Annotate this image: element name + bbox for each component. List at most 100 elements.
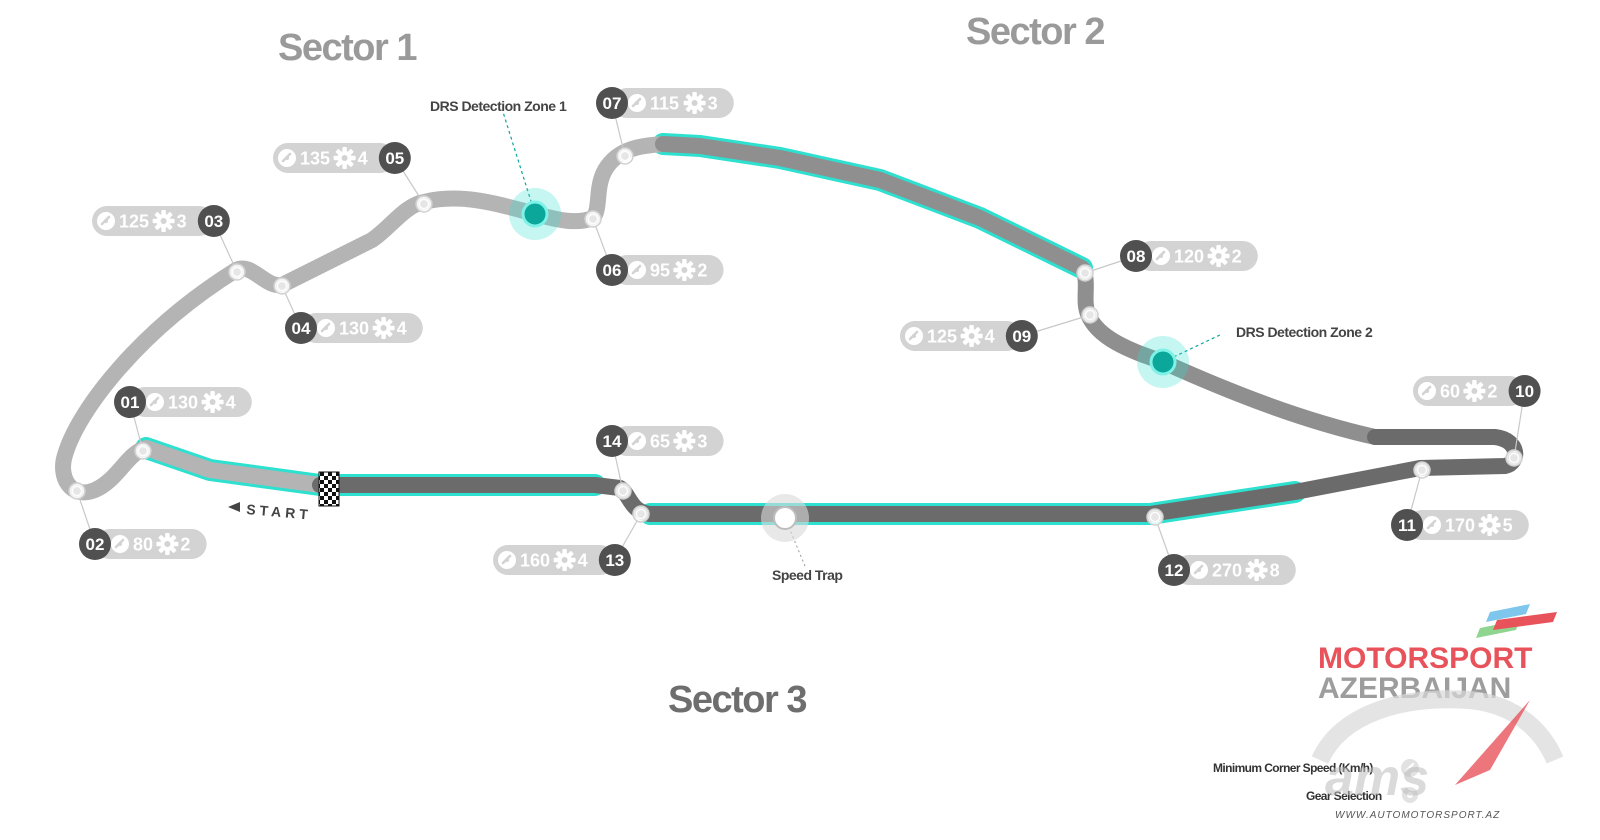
speed-icon [1416, 380, 1438, 402]
track-sector-1 [55, 136, 671, 501]
speed-icon [109, 533, 131, 555]
brand-line-1: MOTORSPORT [1318, 642, 1532, 675]
corner-number-badge [1391, 509, 1423, 541]
corner-number-badge [596, 87, 628, 119]
corner-number: 08 [1127, 247, 1146, 266]
corner-speed: 115 [650, 94, 679, 114]
speed-trap-label: Speed Trap [772, 567, 842, 583]
speed-icon [1421, 514, 1443, 536]
corner-speed: 270 [1212, 561, 1242, 581]
corner-number-badge [285, 312, 317, 344]
gear-icon [156, 533, 179, 555]
gear-icon [1245, 559, 1268, 581]
corner-speed: 135 [300, 149, 330, 169]
corner-gear: 3 [697, 432, 707, 452]
corner-gear: 5 [1503, 516, 1513, 536]
corner-number: 10 [1515, 382, 1534, 401]
corner-number: 01 [121, 393, 140, 412]
corner-number: 04 [292, 319, 311, 338]
corner-gear: 4 [226, 393, 236, 413]
corner-number-badge [598, 544, 631, 576]
corner-speed: 65 [650, 432, 670, 452]
corner-speed: 120 [1174, 247, 1204, 267]
corner-number: 14 [603, 432, 622, 451]
corner-05: 135 4 05 [273, 142, 433, 213]
corner-gear: 2 [1487, 382, 1497, 402]
speed-icon [1188, 559, 1210, 581]
sector-2-label: Sector 2 [966, 11, 1104, 53]
corner-number: 07 [603, 94, 622, 113]
legend-gear-icon [1402, 787, 1418, 803]
speed-icon [626, 259, 648, 281]
speed-icon [315, 317, 337, 339]
corner-number-badge [596, 425, 628, 457]
gear-icon [683, 92, 706, 114]
gear-icon [553, 549, 576, 571]
speed-icon [626, 92, 648, 114]
speed-icon [626, 430, 648, 452]
gear-icon [673, 259, 696, 281]
drs-detection-zone-1-label: DRS Detection Zone 1 [430, 98, 567, 114]
speed-icon [1150, 245, 1172, 267]
corner-number-badge [1005, 320, 1038, 352]
gear-icon [372, 317, 395, 339]
corner-gear: 3 [708, 94, 718, 114]
speed-icon [903, 325, 925, 347]
corner-number-badge [1158, 554, 1190, 586]
speed-icon [144, 391, 166, 413]
corner-08: 120 2 08 [1076, 240, 1258, 282]
corner-speed: 160 [520, 551, 550, 571]
corner-07: 115 3 07 [596, 87, 734, 165]
start-arrow-icon [228, 502, 240, 512]
legend-speed-icon [1401, 759, 1419, 777]
corner-speed: 130 [168, 393, 198, 413]
gear-icon [333, 147, 356, 169]
corner-gear: 8 [1270, 561, 1280, 581]
motorsport-azerbaijan-logo: MOTORSPORT AZERBAIJAN ams WWW.AUTOMOTORS… [1311, 604, 1564, 821]
corner-gear: 3 [177, 212, 187, 232]
corner-gear: 4 [358, 149, 368, 169]
finish-line-flag [318, 471, 340, 507]
corner-speed: 170 [1445, 516, 1475, 536]
corner-number-badge [1508, 375, 1541, 407]
corner-number-badge [378, 142, 411, 174]
corner-gear: 4 [985, 327, 995, 347]
gear-icon [1478, 514, 1501, 536]
corner-number: 09 [1012, 327, 1031, 346]
corner-gear: 4 [578, 551, 588, 571]
drs-detection-zone-2-label: DRS Detection Zone 2 [1236, 324, 1373, 340]
corner-gear: 2 [1232, 247, 1242, 267]
start-label: START [246, 501, 313, 523]
speed-icon [276, 147, 298, 169]
corner-speed: 95 [650, 261, 670, 281]
gear-icon [1207, 245, 1230, 267]
corner-speed: 60 [1440, 382, 1460, 402]
gear-icon [960, 325, 983, 347]
sector-3-label: Sector 3 [668, 679, 806, 721]
corner-speed: 130 [339, 319, 369, 339]
corner-number: 05 [385, 149, 404, 168]
corner-number: 02 [86, 535, 105, 554]
corner-speed: 80 [133, 535, 153, 555]
sector-1-label: Sector 1 [278, 27, 417, 69]
legend: Minimum Corner Speed (Km/h) Gear Selecti… [1213, 759, 1419, 803]
corner-gear: 2 [697, 261, 707, 281]
track-sector-2 [655, 136, 1383, 445]
brand-ams-logo: ams [1325, 749, 1429, 807]
corner-number: 03 [204, 212, 223, 231]
brand-url: WWW.AUTOMOTORSPORT.AZ [1335, 810, 1500, 821]
corner-number-badge [79, 528, 111, 560]
speed-icon [496, 549, 518, 571]
gear-icon [152, 210, 175, 232]
corner-number-badge [596, 254, 628, 286]
corner-14: 65 3 14 [596, 425, 724, 500]
